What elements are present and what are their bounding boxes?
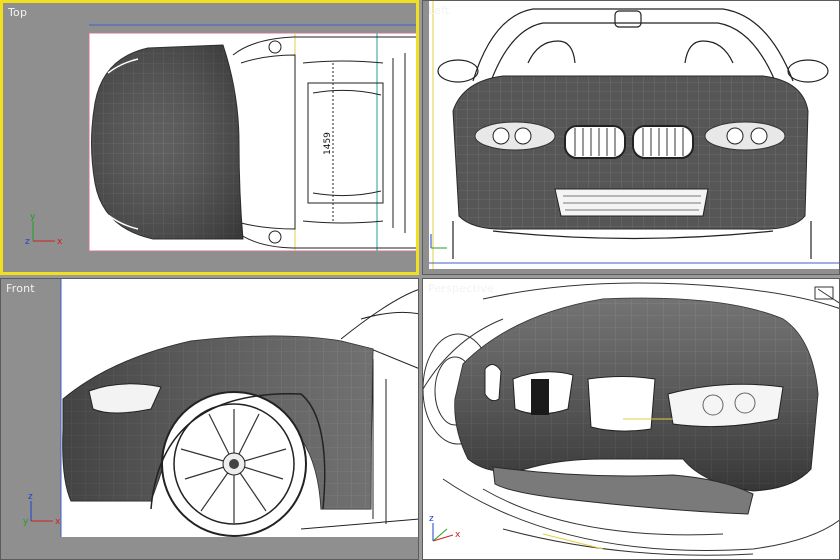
dimension-label: 1459: [323, 132, 333, 155]
viewport-top[interactable]: 1459 y x z Top: [0, 0, 419, 275]
viewport-label-perspective[interactable]: Perspective: [428, 282, 494, 295]
left-view-scene: [429, 1, 839, 269]
top-view-scene: 1459: [88, 24, 416, 252]
viewport-front[interactable]: z x y Front: [0, 278, 419, 560]
svg-text:x: x: [55, 517, 61, 527]
svg-text:x: x: [455, 530, 461, 540]
axis-gizmo: y x z: [25, 212, 63, 247]
front-view-scene: [60, 279, 418, 537]
viewport-label-front[interactable]: Front: [6, 282, 35, 295]
svg-text:z: z: [25, 237, 30, 247]
svg-text:y: y: [30, 212, 36, 222]
svg-text:z: z: [28, 492, 33, 502]
viewport-label-top[interactable]: Top: [8, 6, 28, 19]
viewport-label-left[interactable]: Left: [428, 4, 450, 17]
axis-gizmo: [430, 234, 447, 249]
perspective-view-scene: [423, 279, 839, 559]
svg-text:x: x: [57, 237, 63, 247]
svg-text:z: z: [429, 514, 434, 524]
viewport-perspective[interactable]: z x Perspective: [422, 278, 840, 560]
svg-text:y: y: [23, 517, 29, 527]
axis-gizmo: z x: [429, 514, 461, 542]
axis-gizmo: z x y: [23, 492, 61, 527]
viewport-left[interactable]: Left: [422, 0, 840, 275]
